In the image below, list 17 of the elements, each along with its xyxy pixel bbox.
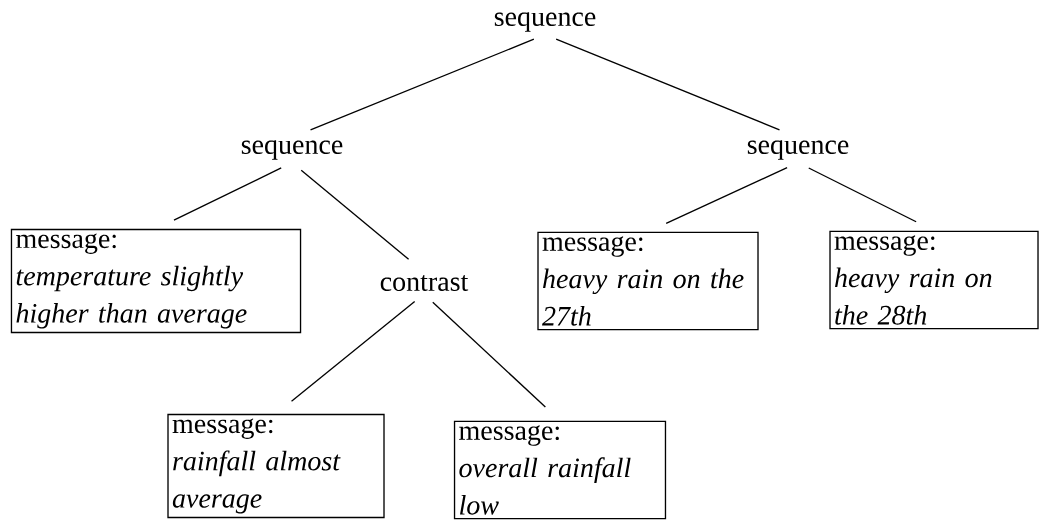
tree-label: sequence <box>241 140 343 160</box>
message-box: message: heavy rain on the 28th <box>829 230 1039 330</box>
tree-label: contrast <box>380 275 469 291</box>
tree-branch <box>808 167 917 223</box>
tree-branch <box>665 167 788 224</box>
tree-branch <box>300 169 410 260</box>
tree-branch <box>290 300 416 402</box>
tree-branch <box>555 38 781 131</box>
tree-branch <box>432 301 547 408</box>
message-box: message: rainfall almost average <box>167 413 385 519</box>
message-box: message: heavy rain on the 27th <box>537 231 759 331</box>
tree-label: sequence <box>494 12 596 32</box>
tree-branch <box>309 38 535 131</box>
message-box: message: temperature slightly higher than average <box>10 228 302 334</box>
tree-branch <box>173 167 282 221</box>
tree-label: sequence <box>747 140 849 160</box>
message-box: message: overall rainfall low <box>453 420 667 520</box>
